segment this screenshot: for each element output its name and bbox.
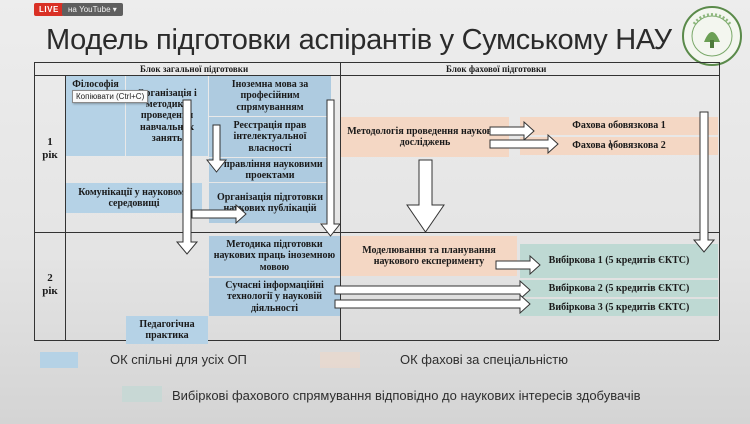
box-communications: Комунікації у науковому середовищі: [66, 183, 202, 213]
box-organization-teaching: Організація і методика проведення навчал…: [126, 76, 208, 156]
box-elective-2: Вибіркова 2 (5 кредитів ЄКТС): [520, 280, 718, 297]
mouse-cursor: [609, 139, 613, 151]
arrow-to-mandatory-1: [489, 120, 535, 142]
year-1-label: 1 рік: [42, 136, 58, 162]
box-elective-1: Вибіркова 1 (5 кредитів ЄКТС): [520, 244, 718, 278]
arrow-to-elective-3: [334, 293, 531, 315]
box-experiment-modeling: Моделювання та планування наукового експ…: [341, 236, 517, 276]
legend-specialty-label: ОК фахові за спеціальністю: [400, 352, 568, 367]
grid-line: [340, 62, 341, 340]
box-research-methodology: Методологія проведення наукових дослідже…: [341, 117, 509, 157]
arrow-down-left: [175, 99, 199, 255]
legend-common-label: ОК спільні для усіх ОП: [110, 352, 247, 367]
box-foreign-papers-methodology: Методика підготовки наукових праць інозе…: [209, 236, 340, 276]
arrow-to-mandatory-2: [489, 133, 559, 155]
legend-swatch-electives: [122, 386, 162, 402]
arrow-to-elective-1: [495, 254, 541, 276]
box-elective-3: Вибіркова 3 (5 кредитів ЄКТС): [520, 299, 718, 316]
header-professional-block: Блок фахової підготовки: [446, 64, 547, 74]
arrow-communications-right: [191, 203, 247, 225]
live-badge[interactable]: LIVE: [34, 3, 64, 16]
youtube-button[interactable]: на YouTube ▾: [62, 3, 123, 16]
arrow-down-mid: [205, 124, 228, 173]
grid-line: [65, 75, 66, 340]
arrow-methodology-down: [406, 159, 445, 233]
grid-line: [34, 62, 35, 340]
arrow-mandatory-down: [692, 111, 716, 253]
university-seal-icon: [682, 6, 742, 66]
box-it-technologies: Сучасні інформаційні технології у науков…: [209, 278, 340, 316]
arrow-to-elective-2: [334, 279, 531, 301]
box-ip-registration: Реєстрація прав інтелектуальної власност…: [209, 117, 331, 157]
box-foreign-language: Іноземна мова за професійним спрямування…: [209, 76, 331, 116]
arrow-down-right: [319, 99, 342, 237]
legend-swatch-specialty: [320, 352, 360, 368]
grid-line: [34, 232, 719, 233]
box-pedagogical-practice: Педагогічна практика: [126, 316, 208, 344]
grid-line: [719, 62, 720, 340]
header-general-block: Блок загальної підготовки: [140, 64, 249, 74]
box-professional-mandatory-2: Фахова обовязкова 2: [520, 137, 718, 155]
grid-line: [34, 62, 719, 63]
year-2-label: 2 рік: [42, 272, 58, 298]
box-project-management: Управління науковими проектами: [209, 158, 331, 182]
copy-tooltip: Копіювати (Ctrl+C): [72, 90, 149, 103]
grid-line: [34, 340, 719, 341]
grid-line: [34, 75, 719, 76]
legend-swatch-common: [40, 352, 78, 368]
slide-title: Модель підготовки аспірантів у Сумському…: [46, 24, 672, 56]
box-philosophy: Філософія: [66, 76, 125, 156]
box-professional-mandatory-1: Фахова обовязкова 1: [520, 117, 718, 135]
legend-electives-label: Вибіркові фахового спрямування відповідн…: [172, 388, 641, 403]
